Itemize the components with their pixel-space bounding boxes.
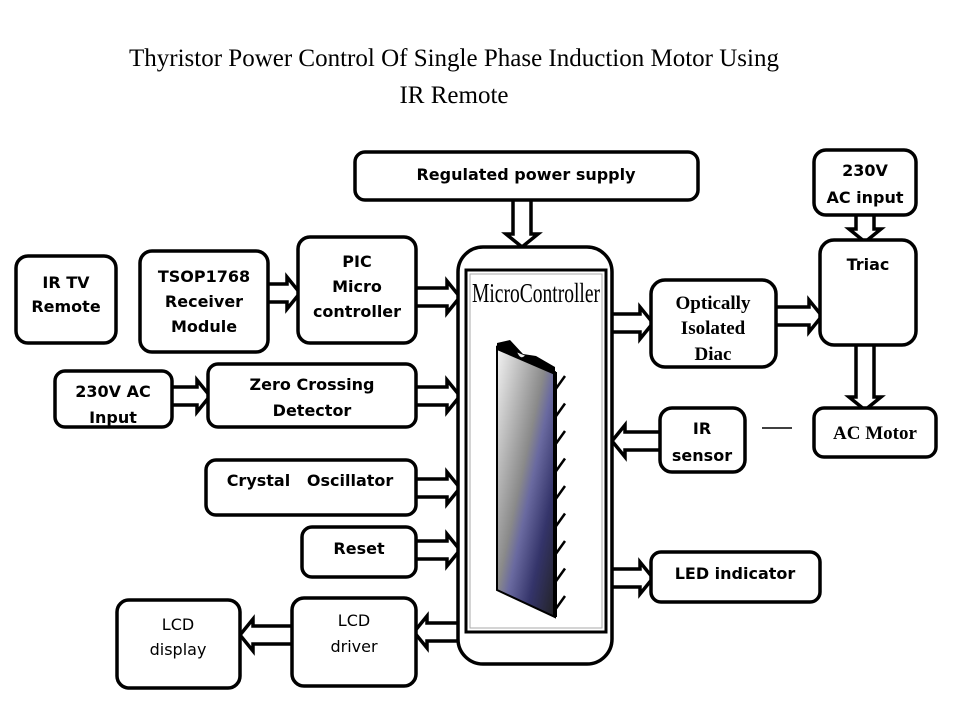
arrow-mcu-to-lcd-driver: [411, 611, 462, 653]
connection-arrows: [168, 196, 886, 656]
svg-text:Optically: Optically: [676, 293, 751, 314]
svg-text:Remote: Remote: [31, 297, 100, 316]
chip-pin: [553, 595, 567, 611]
svg-text:driver: driver: [330, 637, 377, 656]
svg-text:Reset: Reset: [333, 539, 385, 558]
arrow-diac-to-triac: [772, 295, 825, 337]
arrow-irsensor-to-mcu: [609, 420, 664, 462]
svg-text:Receiver: Receiver: [165, 292, 243, 311]
block-zero-crossing-detector: Zero Crossing Detector: [206, 362, 418, 429]
arrow-power-to-mcu: [501, 196, 543, 250]
block-pic-microcontroller: PIC Micro controller: [296, 235, 418, 345]
block-led-indicator: LED indicator: [649, 550, 822, 604]
arrow-mcu-to-diac: [608, 302, 656, 344]
chip-pin: [553, 457, 567, 474]
chip-pin: [553, 512, 567, 529]
svg-text:AC Motor: AC Motor: [833, 423, 917, 444]
svg-text:LCD: LCD: [338, 611, 370, 630]
svg-text:controller: controller: [313, 302, 401, 321]
arrow-triac-to-motor: [844, 341, 886, 413]
svg-text:IR TV: IR TV: [42, 273, 90, 292]
svg-text:Micro: Micro: [332, 277, 382, 296]
svg-text:Triac: Triac: [847, 255, 890, 274]
block-ir-sensor: IR sensor: [658, 406, 747, 474]
block-optically-isolated-diac: Optically Isolated Diac: [649, 278, 778, 369]
svg-text:Isolated: Isolated: [681, 318, 746, 339]
svg-text:Input: Input: [89, 408, 137, 427]
svg-text:Detector: Detector: [273, 401, 352, 420]
chip-icon: [496, 340, 567, 619]
svg-text:PIC: PIC: [342, 252, 371, 271]
title-line-1: Thyristor Power Control Of Single Phase …: [129, 45, 779, 72]
block-lcd-display: LCD display: [115, 598, 242, 690]
svg-text:IR: IR: [693, 419, 711, 438]
block-ac-input-left: 230V AC Input: [53, 369, 174, 429]
svg-text:230V AC: 230V AC: [75, 382, 150, 401]
svg-text:TSOP1768: TSOP1768: [158, 267, 250, 286]
block-lcd-driver: LCD driver: [290, 596, 418, 688]
microcontroller-label: MicroController: [472, 278, 600, 308]
arrow-reset-to-mcu: [412, 529, 463, 571]
block-microcontroller: MicroController: [456, 245, 614, 666]
chip-pin: [553, 540, 567, 556]
block-crystal-oscillator: Crystal Oscillator: [204, 458, 418, 517]
svg-text:Module: Module: [171, 317, 237, 336]
svg-text:sensor: sensor: [672, 446, 732, 465]
chip-pin: [553, 375, 567, 391]
chip-pin: [553, 567, 567, 584]
arrow-zcd-to-mcu: [412, 375, 463, 417]
block-triac: Triac: [818, 238, 918, 347]
arrow-lcd-driver-to-display: [237, 614, 296, 656]
chip-pin: [553, 485, 567, 501]
svg-text:Crystal Oscillator: Crystal Oscillator: [227, 471, 394, 490]
chip-pin: [553, 430, 567, 446]
svg-text:LED indicator: LED indicator: [675, 564, 796, 583]
svg-text:Diac: Diac: [695, 344, 732, 365]
block-ac-motor: AC Motor: [812, 406, 938, 459]
arrow-tsop-to-pic: [264, 272, 303, 314]
arrow-acinput-to-triac: [844, 211, 886, 245]
chip-pin: [553, 402, 567, 419]
arrow-crystal-to-mcu: [412, 467, 463, 509]
svg-text:Zero Crossing: Zero Crossing: [250, 375, 375, 394]
svg-text:Regulated power supply: Regulated power supply: [416, 165, 636, 184]
block-ir-tv-remote: IR TV Remote: [14, 254, 118, 345]
arrow-mcu-to-led: [608, 557, 656, 599]
title-line-2: IR Remote: [399, 82, 508, 109]
svg-text:AC input: AC input: [826, 188, 903, 207]
arrow-pic-to-mcu: [412, 276, 463, 318]
block-ac-input-right: 230V AC input: [812, 148, 918, 217]
svg-text:230V: 230V: [842, 161, 888, 180]
block-tsop-receiver: TSOP1768 Receiver Module: [138, 249, 270, 354]
svg-text:display: display: [150, 640, 207, 659]
block-regulated-power-supply: Regulated power supply: [353, 150, 700, 202]
block-reset: Reset: [300, 525, 418, 579]
arrow-acinput-to-zcd: [168, 375, 213, 417]
svg-text:LCD: LCD: [162, 615, 194, 634]
